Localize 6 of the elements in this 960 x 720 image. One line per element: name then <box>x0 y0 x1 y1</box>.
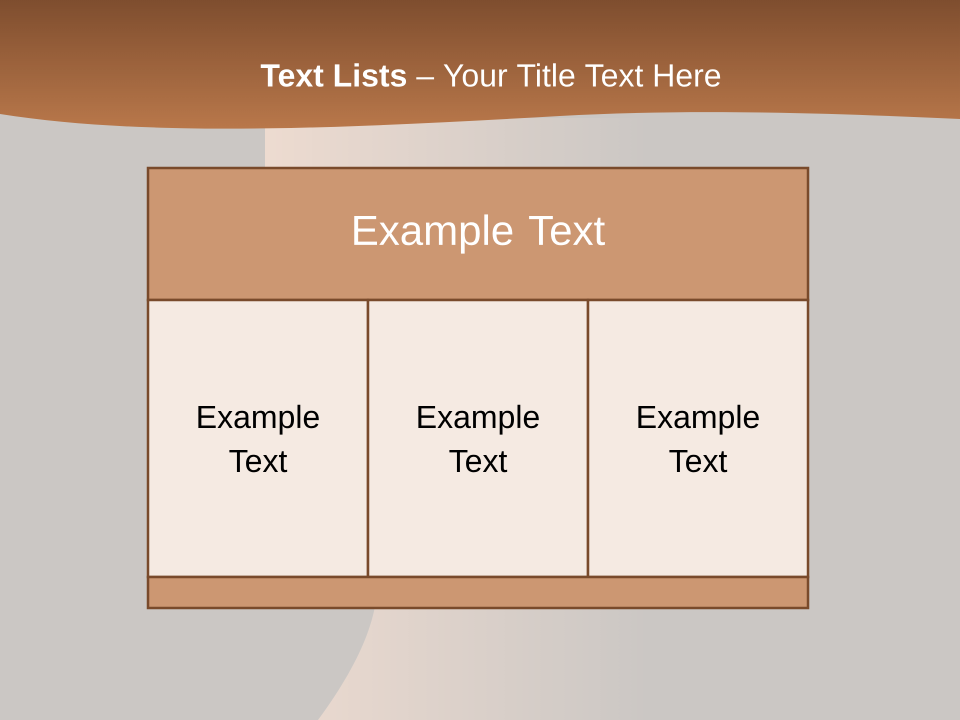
table-cell: Example Text <box>146 298 370 578</box>
slide-title: Text Lists – Your Title Text Here <box>260 63 720 87</box>
table-cell: Example Text <box>586 298 810 578</box>
table-header-bar: Example Text <box>146 166 810 302</box>
table-footer-bar <box>146 576 810 610</box>
table-cell: Example Text <box>366 298 590 578</box>
